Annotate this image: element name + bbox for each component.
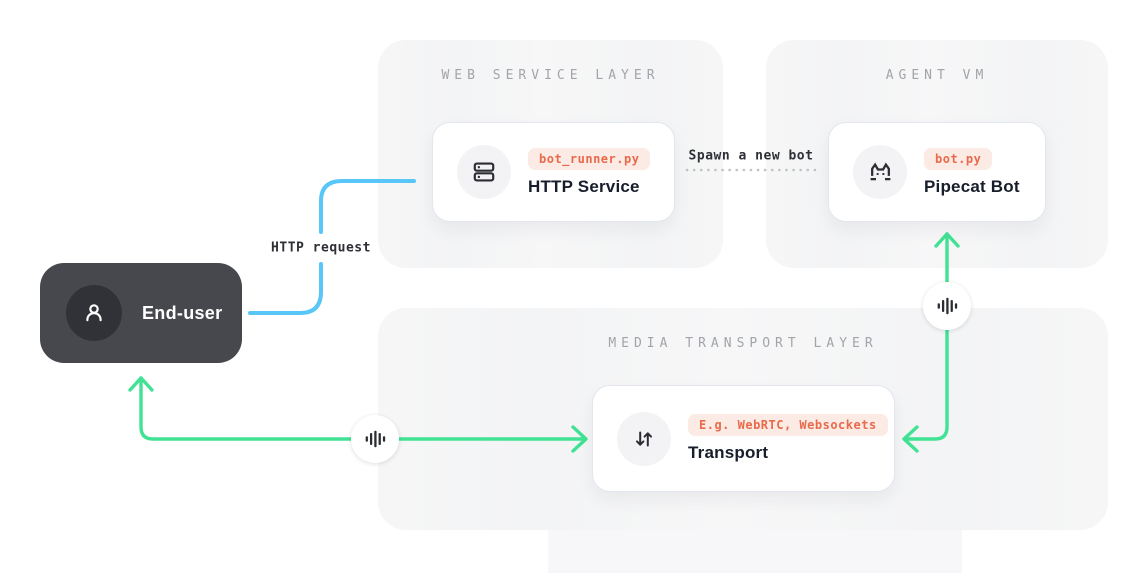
waveform-icon	[923, 282, 971, 330]
node-transport: E.g. WebRTC, Websockets Transport	[592, 385, 895, 492]
end-user-title: End-user	[142, 302, 223, 323]
pipecat-cat-icon	[853, 145, 907, 199]
spawn-bot-label: Spawn a new bot	[688, 148, 814, 164]
http-request-label: HTTP request	[271, 240, 371, 256]
pipecat-bot-title: Pipecat Bot	[924, 176, 1020, 196]
panel-title-web-service-layer: WEB SERVICE LAYER	[441, 68, 660, 83]
http-service-title: HTTP Service	[528, 176, 640, 196]
pipecat-bot-badge: bot.py	[924, 147, 993, 170]
background-panel-edge	[548, 530, 962, 573]
http-request-wire-lower	[248, 262, 323, 315]
arrowhead-up-end-user	[128, 376, 154, 392]
panel-title-media-transport-layer: MEDIA TRANSPORT LAYER	[608, 336, 878, 351]
person-icon	[66, 285, 122, 341]
http-service-badge: bot_runner.py	[528, 147, 651, 170]
node-http-service: bot_runner.py HTTP Service	[432, 122, 675, 222]
waveform-icon	[351, 415, 399, 463]
node-pipecat-bot: bot.py Pipecat Bot	[828, 122, 1046, 222]
transport-arrows-icon	[617, 411, 671, 466]
transport-badge: E.g. WebRTC, Websockets	[688, 414, 888, 436]
panel-title-agent-vm: AGENT VM	[885, 68, 989, 83]
server-icon	[457, 145, 511, 199]
transport-title: Transport	[688, 443, 769, 462]
node-end-user: End-user	[40, 263, 242, 363]
